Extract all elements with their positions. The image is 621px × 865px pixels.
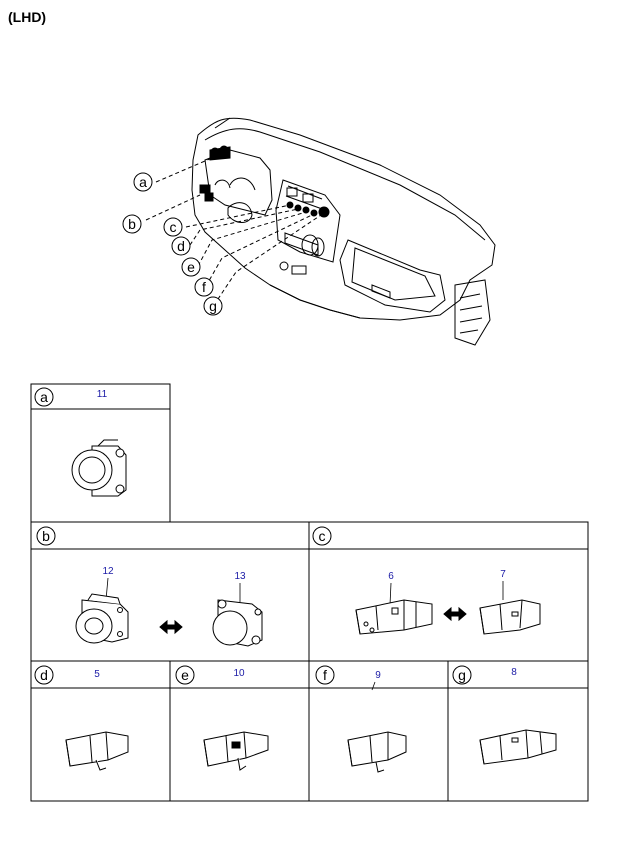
part-6-illustration — [355, 599, 433, 635]
panel-d-letter: d — [40, 667, 48, 683]
part-8-illustration — [479, 729, 557, 765]
callout-d — [171, 236, 191, 256]
panel-g-letter: g — [458, 667, 466, 683]
panel-a-letter: a — [40, 389, 48, 405]
callout-e — [181, 257, 201, 277]
callout-label-e: e — [187, 259, 195, 275]
part-number-8: 8 — [511, 667, 517, 678]
part-12-illustration — [75, 593, 129, 644]
callout-label-d: d — [177, 238, 185, 254]
part-number-12: 12 — [102, 566, 114, 577]
panel-b-letter: b — [42, 528, 50, 544]
part-number-9: 9 — [375, 670, 381, 681]
callout-label-c: c — [170, 219, 177, 235]
part-7-illustration — [479, 599, 541, 635]
page-title: (LHD) — [8, 9, 47, 25]
part-number-10: 10 — [233, 668, 245, 679]
part-number-6: 6 — [388, 571, 394, 582]
panel-c-letter: c — [319, 528, 326, 544]
callout-c — [163, 217, 183, 237]
part-9-illustration — [347, 731, 407, 773]
callout-b — [122, 214, 142, 234]
part-11-illustration — [71, 439, 127, 497]
swap-arrow-b — [159, 619, 183, 635]
callout-label-f: f — [202, 279, 206, 295]
callout-label-g: g — [209, 298, 217, 314]
panel-e-letter: e — [181, 667, 189, 683]
callout-label-a: a — [139, 174, 147, 190]
callout-g — [203, 296, 223, 316]
panel-f-letter: f — [323, 667, 327, 683]
callout-label-b: b — [128, 216, 136, 232]
part-10-illustration — [203, 731, 269, 771]
part-number-5: 5 — [94, 669, 100, 680]
dashboard-overview-diagram: a b c d e f g — [122, 117, 496, 346]
callout-f — [194, 277, 214, 297]
part-5-illustration — [65, 731, 129, 771]
callout-a — [133, 172, 153, 192]
part-number-13: 13 — [234, 571, 246, 582]
part-number-11: 11 — [97, 389, 108, 400]
part-number-7: 7 — [500, 569, 506, 580]
part-13-illustration — [212, 599, 263, 647]
swap-arrow-c — [443, 606, 467, 622]
